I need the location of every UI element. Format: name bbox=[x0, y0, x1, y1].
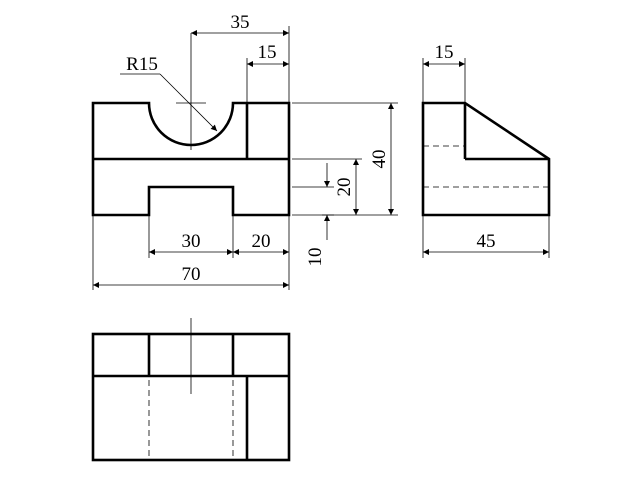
dim-30-label: 30 bbox=[182, 231, 201, 252]
dim-15-label: 15 bbox=[258, 42, 277, 63]
top-view bbox=[91, 318, 291, 462]
side-dim-45-label: 45 bbox=[477, 231, 496, 252]
radius-label: R15 bbox=[126, 54, 158, 75]
front-view-dimensions: 35 15 R15 40 20 10 30 20 7 bbox=[92, 12, 398, 290]
side-dim-15-label: 15 bbox=[435, 42, 454, 63]
dim-35-label: 35 bbox=[231, 12, 250, 33]
dim-20-bottom-label: 20 bbox=[252, 231, 271, 252]
radius-leader bbox=[159, 73, 218, 132]
dim-40-label: 40 bbox=[369, 150, 390, 169]
side-view-dimensions: 15 45 bbox=[422, 42, 550, 258]
dim-10-label: 10 bbox=[305, 248, 326, 267]
side-view bbox=[421, 101, 551, 217]
dim-70-label: 70 bbox=[182, 264, 201, 285]
dim-20-label: 20 bbox=[334, 178, 355, 197]
